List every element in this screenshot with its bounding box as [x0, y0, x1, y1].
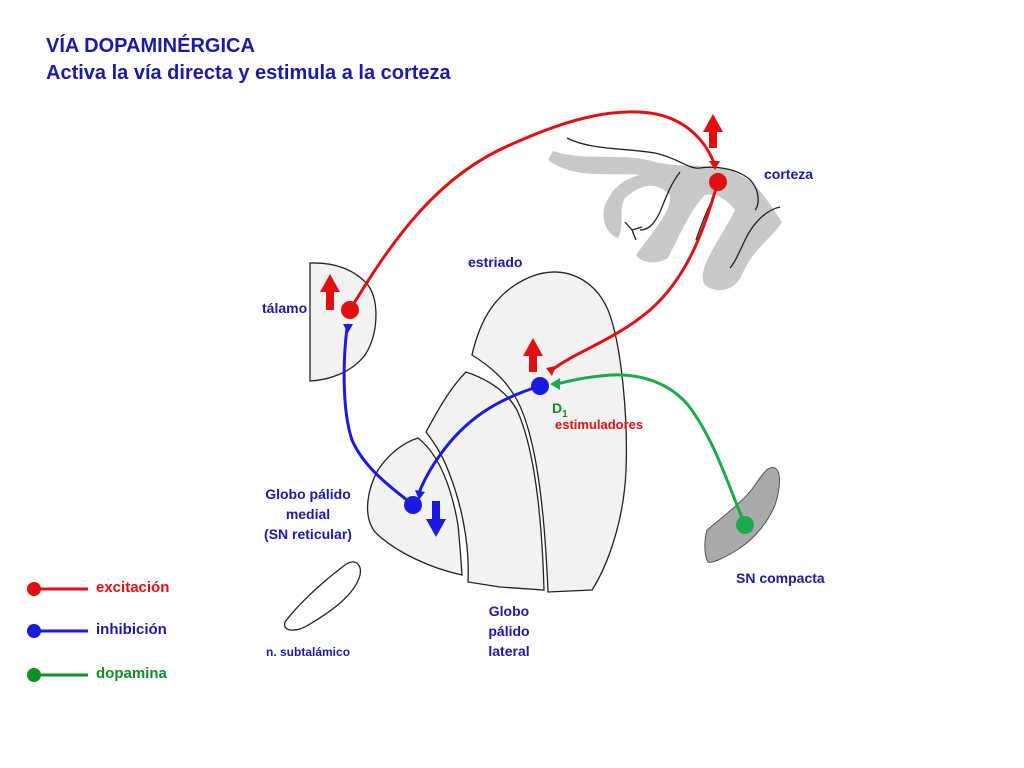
legend-excitation-dot — [27, 582, 41, 596]
up-arrow-icon — [703, 114, 723, 148]
label-gp-medial-line1: Globo pálido — [265, 486, 351, 502]
globus-pallidus-lateral-region — [425, 371, 545, 591]
thalamus-to-cortex-pathway — [348, 110, 716, 311]
label-globo-palido-medial: Globo pálido medial (SN reticular) — [246, 484, 370, 544]
pathway-arrowhead — [546, 366, 556, 376]
diagram-title: VÍA DOPAMINÉRGICA — [46, 35, 255, 57]
label-estriado: estriado — [468, 254, 523, 270]
label-subtalamico: n. subtalámico — [266, 645, 351, 659]
label-gp-lateral-line1: Globo — [488, 603, 530, 619]
gp-medial-to-thalamus-pathway — [342, 327, 414, 507]
label-gp-medial-line3: (SN reticular) — [264, 526, 352, 542]
label-globo-palido-lateral: Globo pálido lateral — [472, 601, 546, 661]
cortex-sulcus-line — [729, 206, 781, 269]
thalamus-neuron — [341, 301, 359, 319]
sn-compacta-to-striatum-pathway — [556, 373, 747, 526]
up-arrow-icon — [320, 274, 340, 310]
pathway-arrowhead — [415, 490, 425, 500]
cortex-sulcus-line — [624, 221, 643, 241]
label-estimuladores: estimuladores — [555, 417, 644, 432]
down-arrow-icon — [426, 501, 446, 537]
diagram-subtitle: Activa la vía directa y estimula a la co… — [46, 62, 451, 84]
label-d1: D1 — [552, 400, 568, 420]
legend-inhibition-label: inhibición — [96, 621, 167, 638]
legend-dopamine-label: dopamina — [96, 665, 167, 682]
label-gp-lateral-line2: pálido — [488, 623, 530, 639]
striatum-to-gp-medial-pathway — [417, 384, 541, 494]
cortex-neuron — [709, 173, 727, 191]
label-gp-lateral-line3: lateral — [488, 643, 530, 659]
up-arrow-icon — [523, 338, 543, 372]
cortex-sulcus-line — [639, 171, 681, 231]
striatum-region — [471, 271, 628, 593]
label-d1-main: D — [552, 400, 563, 416]
pathway-arrowhead — [550, 378, 560, 390]
legend-dopamine-dot — [27, 668, 41, 682]
gp-medial-neuron — [404, 496, 422, 514]
label-corteza: corteza — [764, 166, 814, 182]
subthalamic-nucleus-region — [284, 561, 361, 631]
pathway-arrowhead — [709, 161, 720, 170]
label-d1-subscript: 1 — [562, 408, 568, 420]
striatum-neuron — [531, 377, 549, 395]
label-sn-compacta: SN compacta — [736, 570, 825, 586]
cortex-to-striatum-pathway — [551, 181, 720, 372]
legend-excitation-label: excitación — [96, 579, 170, 596]
cortex-sulcus-line — [566, 137, 759, 211]
label-gp-medial-line2: medial — [285, 506, 331, 522]
sn-compacta-neuron — [736, 516, 754, 534]
legend-inhibition-dot — [27, 624, 41, 638]
label-talamo: tálamo — [262, 300, 308, 316]
cortex-region — [548, 151, 782, 291]
pathway-arrowhead — [343, 324, 353, 333]
